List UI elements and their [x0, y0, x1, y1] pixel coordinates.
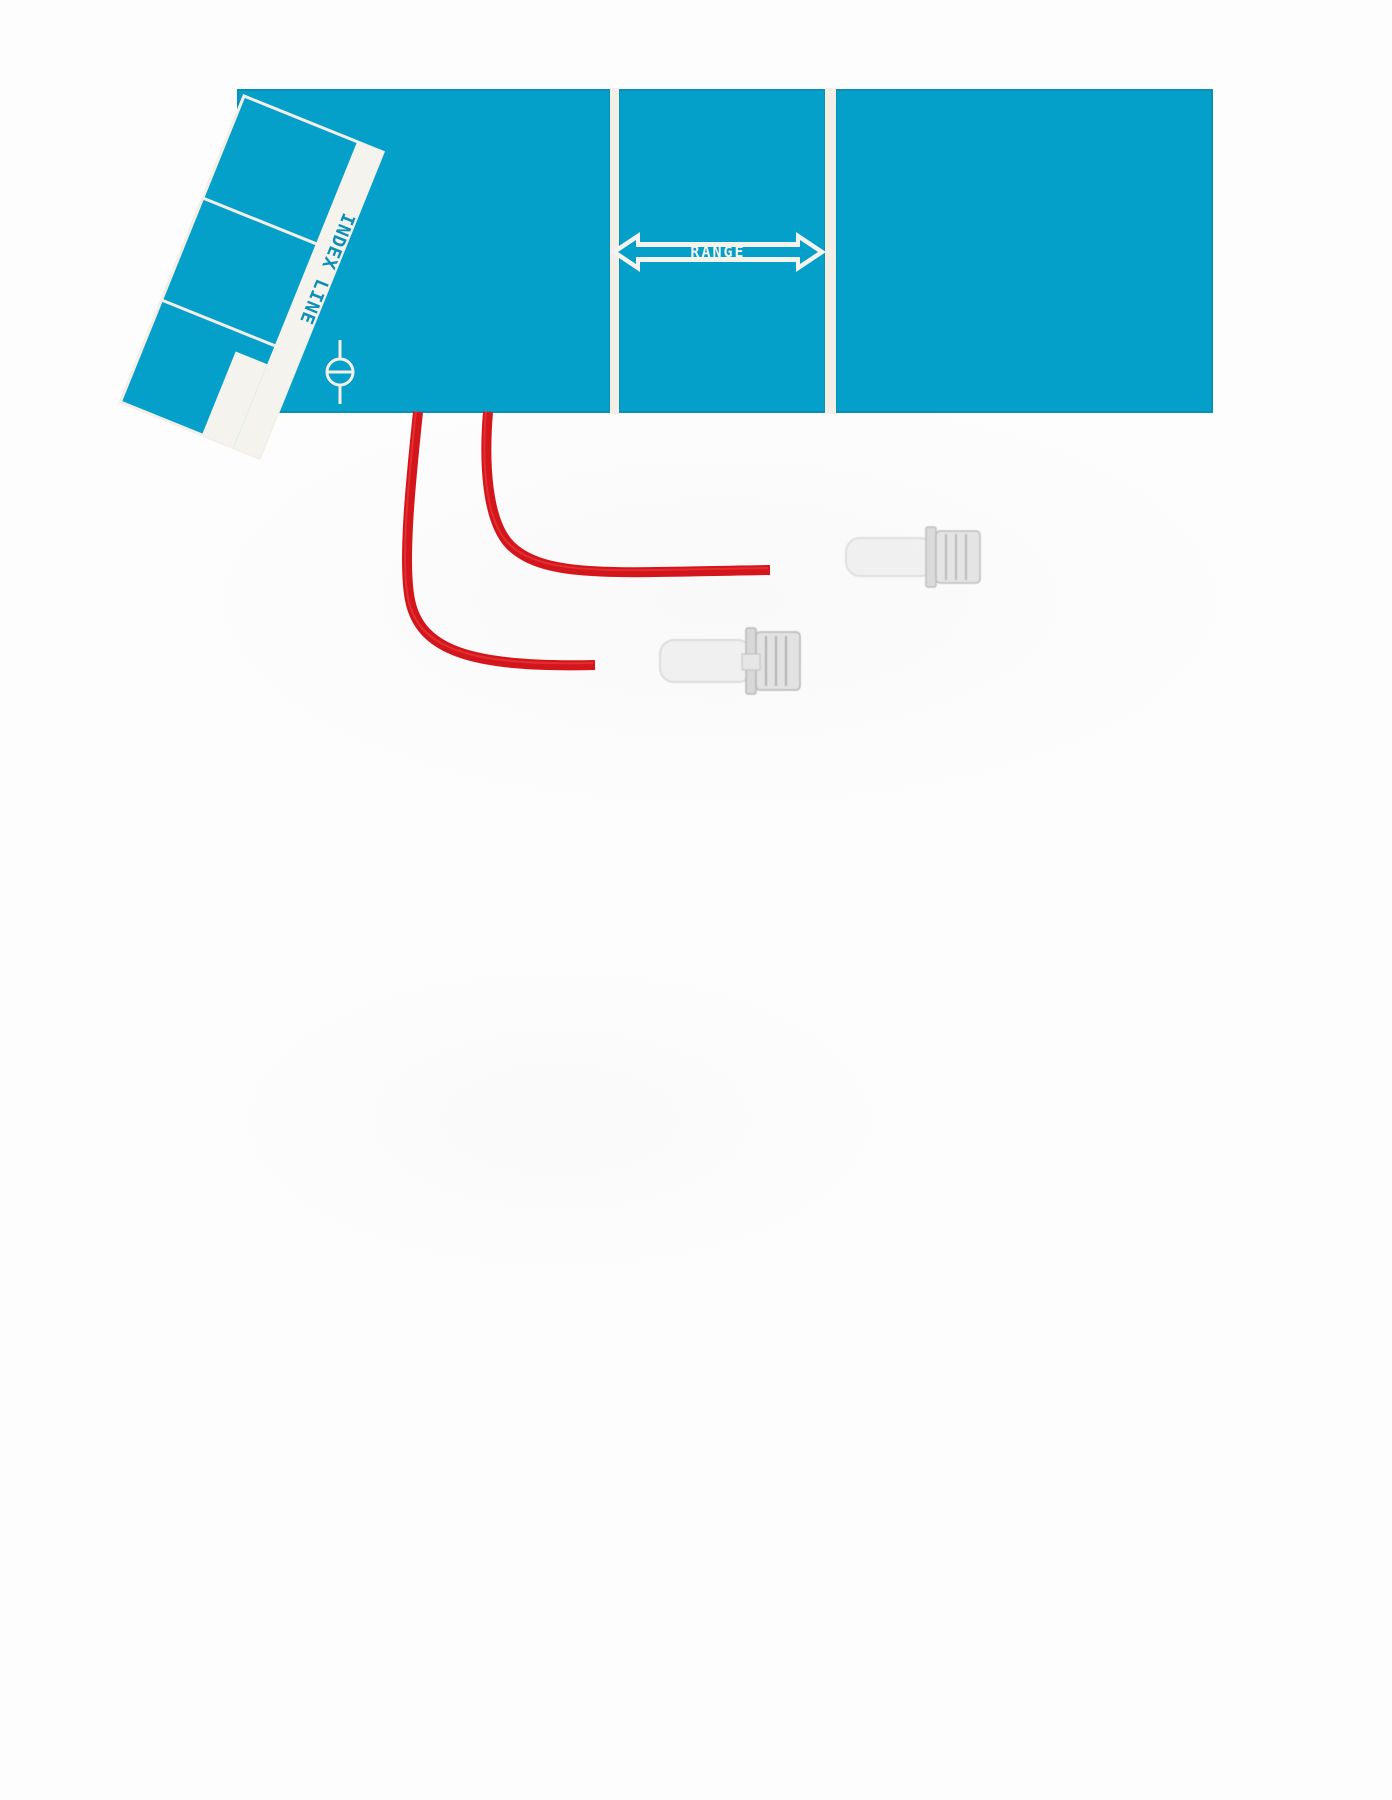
- cuff-end-panel: [835, 89, 1213, 413]
- flap-grid-line: [202, 196, 317, 246]
- background-shadow: [200, 950, 920, 1290]
- index-flap: INDEX LINE: [118, 94, 386, 461]
- flap-grid-line: [161, 298, 276, 348]
- luer-connector-upper: [845, 526, 981, 588]
- tubing-left: [402, 411, 596, 671]
- index-strip: [233, 141, 384, 459]
- luer-connector-lower: [659, 627, 801, 695]
- tubing-right: [481, 411, 771, 578]
- panel-seam: [825, 88, 836, 414]
- index-tab: [201, 351, 268, 448]
- range-arrow: RANGE: [610, 232, 826, 272]
- range-label: RANGE: [690, 243, 745, 261]
- background-shadow: [160, 370, 1280, 830]
